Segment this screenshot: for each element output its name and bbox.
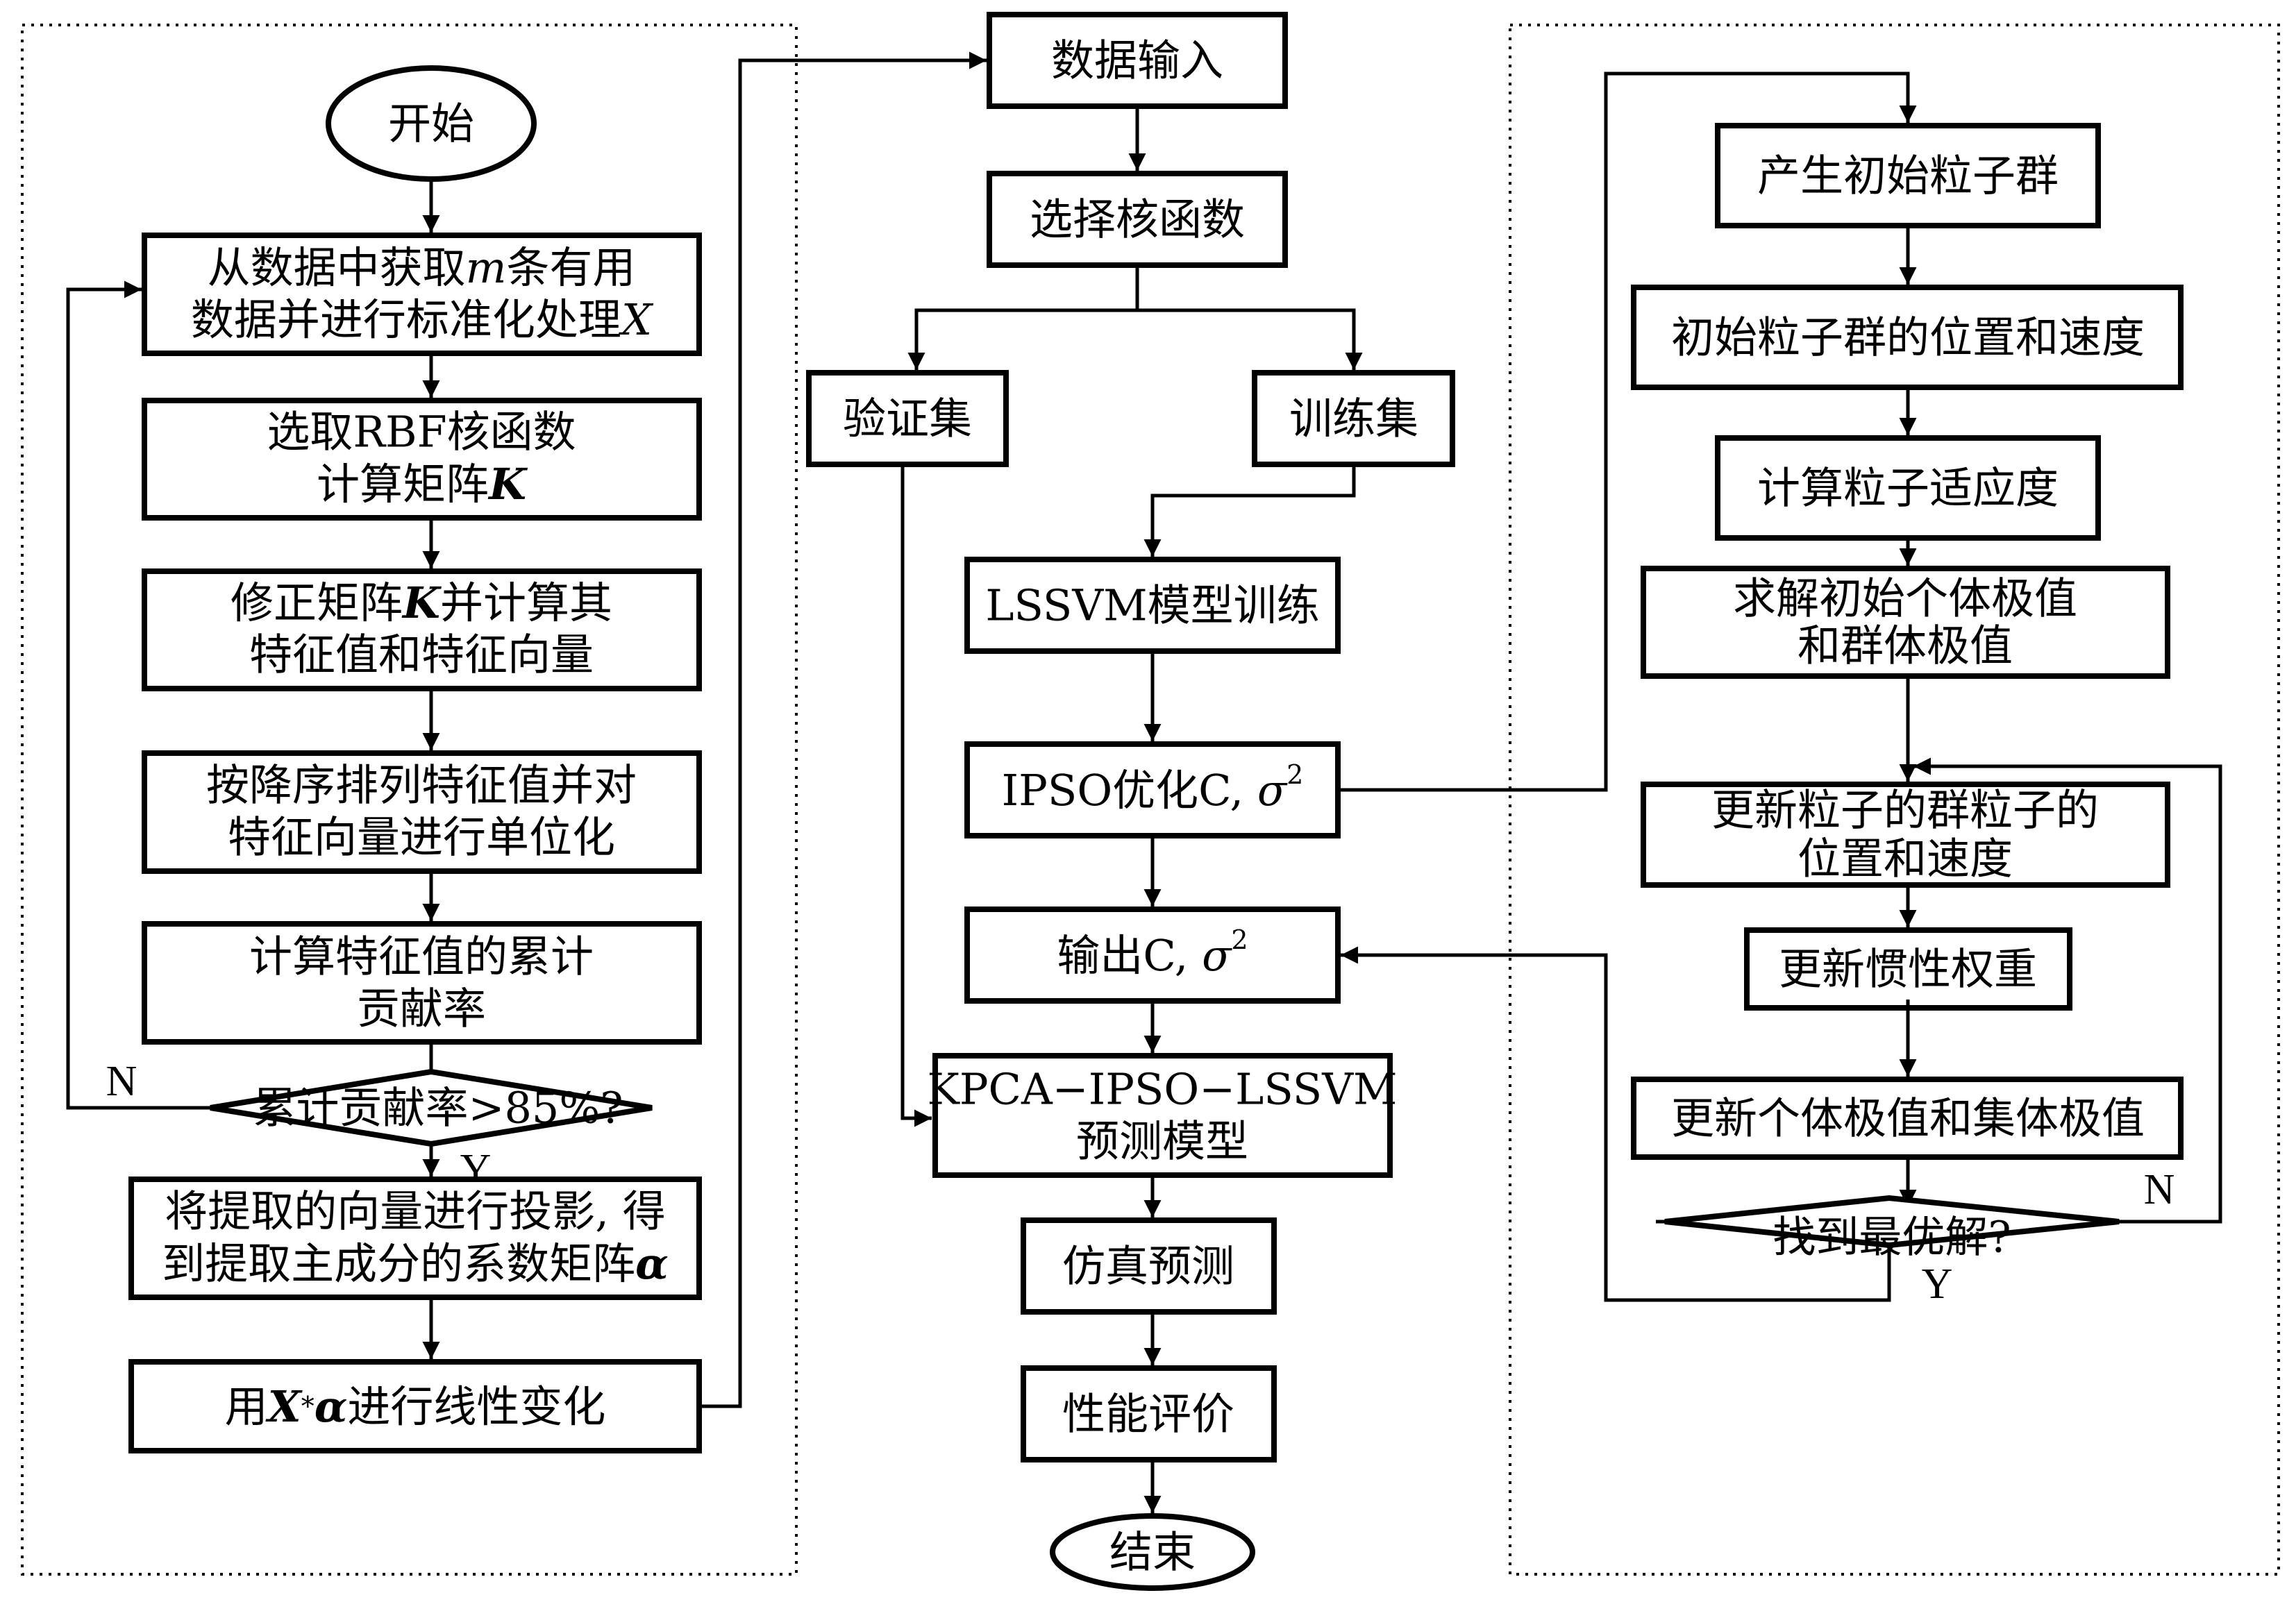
- edge-optimal-yes-to-output: [1341, 946, 1891, 1302]
- prediction-model-node[interactable]: KPCA−IPSO−LSSVM 预测模型: [928, 1053, 1398, 1178]
- edge-kernel-to-training: [1137, 308, 1363, 370]
- select-kernel-node[interactable]: 选择核函数: [987, 171, 1288, 268]
- data-input-node[interactable]: 数据输入: [987, 12, 1288, 109]
- decision-no-label: N: [106, 1058, 137, 1105]
- edge-kernel-to-validation: [907, 265, 1139, 370]
- simulation-label: 仿真预测: [1062, 1241, 1234, 1292]
- step-projection-line2: 到提取主成分的系数矩阵α: [162, 1238, 669, 1289]
- pso-init-extremum-line1: 求解初始个体极值: [1733, 573, 2077, 624]
- pso-update-position-node[interactable]: 更新粒子的群粒子的 位置和速度: [1641, 782, 2170, 888]
- step-cumulative-contribution-line1: 计算特征值的累计: [249, 931, 594, 982]
- step-projection-line1: 将提取的向量进行投影, 得: [165, 1186, 665, 1237]
- pso-inertia-weight-label: 更新惯性权重: [1779, 944, 2037, 995]
- pso-fitness-label: 计算粒子适应度: [1757, 463, 2059, 514]
- prediction-model-line1: KPCA−IPSO−LSSVM: [928, 1064, 1398, 1115]
- decision-optimal-solution[interactable]: 找到最优解?: [1664, 1195, 2120, 1263]
- step-cumulative-contribution[interactable]: 计算特征值的累计 贡献率: [142, 921, 702, 1045]
- pso-update-extremum-label: 更新个体极值和集体极值: [1671, 1093, 2145, 1144]
- step-correct-matrix-line1: 修正矩阵K并计算其: [231, 577, 612, 628]
- simulation-node[interactable]: 仿真预测: [1021, 1217, 1277, 1315]
- edge-training-to-lssvm: [1143, 464, 1356, 557]
- edge-ipso-to-pso-loop: [1338, 71, 1917, 792]
- step-rbf-kernel-line2: 计算矩阵K: [317, 459, 528, 509]
- end-node[interactable]: 结束: [1050, 1513, 1255, 1591]
- lssvm-training-node[interactable]: LSSVM模型训练: [964, 557, 1341, 654]
- start-node[interactable]: 开始: [326, 65, 537, 182]
- decision-contribution-rate-label: 累计贡献率>85%?: [253, 1083, 623, 1133]
- select-kernel-label: 选择核函数: [1030, 194, 1245, 245]
- pso-init-extremum-node[interactable]: 求解初始个体极值 和群体极值: [1641, 566, 2170, 679]
- right-panel-frame: [1509, 24, 2280, 1576]
- validation-set-node[interactable]: 验证集: [806, 370, 1009, 467]
- pso-fitness-node[interactable]: 计算粒子适应度: [1715, 435, 2101, 541]
- training-set-label: 训练集: [1289, 394, 1418, 444]
- step-extract-data-line1: 从数据中获取m条有用: [208, 242, 636, 293]
- step-rbf-kernel[interactable]: 选取RBF核函数 计算矩阵K: [142, 398, 702, 521]
- step-projection[interactable]: 将提取的向量进行投影, 得 到提取主成分的系数矩阵α: [128, 1177, 702, 1300]
- step-correct-matrix[interactable]: 修正矩阵K并计算其 特征值和特征向量: [142, 568, 702, 691]
- decision-optimal-solution-label: 找到最优解?: [1773, 1212, 2011, 1263]
- end-label: 结束: [1109, 1527, 1196, 1578]
- edge-optimal-no-loop: [1913, 757, 2222, 1224]
- step-sort-eigenvalues-line2: 特征向量进行单位化: [228, 812, 615, 863]
- output-params-label: 输出C, σ2: [1057, 925, 1248, 981]
- step-linear-transform-label: 用X*α进行线性变化: [225, 1381, 606, 1432]
- step-sort-eigenvalues[interactable]: 按降序排列特征值并对 特征向量进行单位化: [142, 750, 702, 874]
- step-linear-transform[interactable]: 用X*α进行线性变化: [128, 1359, 702, 1453]
- pso-init-position-label: 初始粒子群的位置和速度: [1671, 312, 2145, 363]
- optimal-yes-label: Y: [1922, 1260, 1953, 1308]
- pso-update-position-line1: 更新粒子的群粒子的: [1711, 785, 2099, 836]
- optimal-no-label: N: [2144, 1166, 2175, 1213]
- step-extract-data-line2: 数据并进行标准化处理X: [191, 294, 654, 345]
- left-panel-frame: [21, 24, 798, 1576]
- pso-update-extremum-node[interactable]: 更新个体极值和集体极值: [1631, 1077, 2184, 1160]
- lssvm-training-label: LSSVM模型训练: [985, 580, 1319, 631]
- start-label: 开始: [388, 99, 474, 149]
- output-params-node[interactable]: 输出C, σ2: [964, 907, 1341, 1004]
- training-set-node[interactable]: 训练集: [1252, 370, 1455, 467]
- pso-init-swarm-label: 产生初始粒子群: [1757, 151, 2059, 201]
- ipso-optimize-node[interactable]: IPSO优化C, σ2: [964, 741, 1341, 838]
- prediction-model-line2: 预测模型: [1076, 1116, 1248, 1167]
- edge-transform-to-data-input: [699, 51, 987, 1408]
- step-sort-eigenvalues-line1: 按降序排列特征值并对: [206, 760, 637, 811]
- step-correct-matrix-line2: 特征值和特征向量: [249, 630, 594, 680]
- ipso-optimize-label: IPSO优化C, σ2: [1002, 759, 1304, 816]
- evaluation-label: 性能评价: [1062, 1389, 1234, 1440]
- pso-init-extremum-line2: 和群体极值: [1798, 621, 2013, 671]
- pso-init-swarm-node[interactable]: 产生初始粒子群: [1715, 123, 2101, 228]
- validation-set-label: 验证集: [843, 394, 972, 444]
- step-rbf-kernel-line1: 选取RBF核函数: [267, 407, 576, 457]
- pso-update-position-line2: 位置和速度: [1798, 834, 2013, 884]
- data-input-label: 数据输入: [1051, 35, 1223, 86]
- step-extract-data[interactable]: 从数据中获取m条有用 数据并进行标准化处理X: [142, 233, 702, 356]
- pso-init-position-node[interactable]: 初始粒子群的位置和速度: [1631, 285, 2184, 390]
- evaluation-node[interactable]: 性能评价: [1021, 1365, 1277, 1462]
- pso-inertia-weight-node[interactable]: 更新惯性权重: [1744, 927, 2072, 1011]
- step-cumulative-contribution-line2: 贡献率: [357, 984, 486, 1034]
- decision-contribution-rate[interactable]: 累计贡献率>85%?: [210, 1068, 653, 1147]
- edge-validation-to-model: [900, 464, 932, 1127]
- edge-decision-no-loop: [66, 280, 210, 1110]
